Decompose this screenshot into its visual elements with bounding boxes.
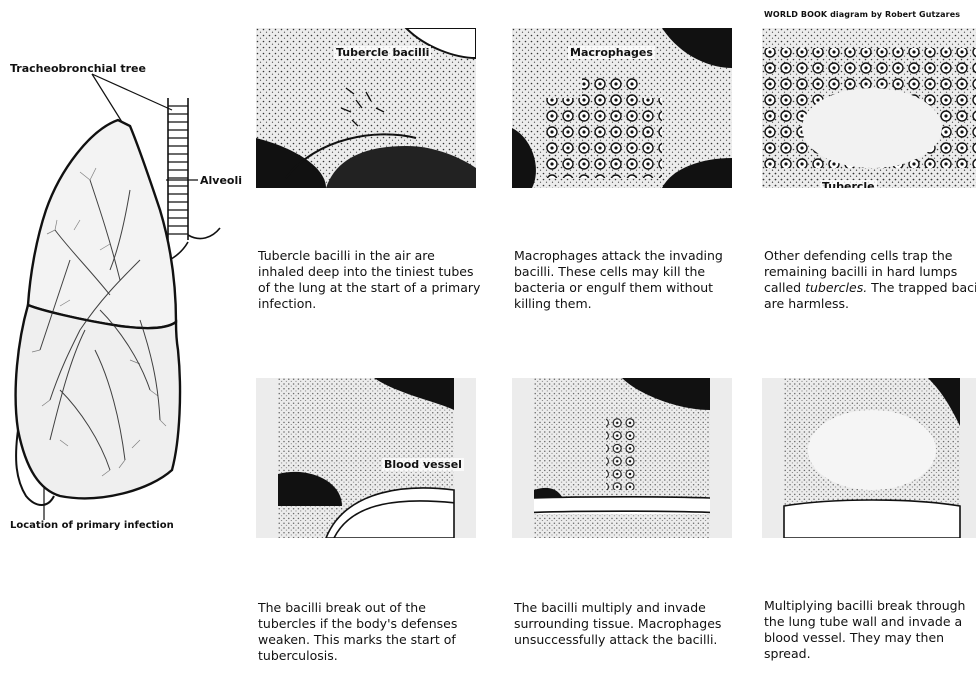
caption-3: Other defending cells trap the remaining… xyxy=(764,248,976,312)
panel-2-label: Macrophages xyxy=(568,46,655,59)
caption-1: Tubercle bacilli in the air are inhaled … xyxy=(258,248,482,312)
caption-5: The bacilli multiply and invade surround… xyxy=(514,600,738,648)
panel-4-label: Blood vessel xyxy=(382,458,464,471)
panel-tubercle-bacilli: Tubercle bacilli xyxy=(256,28,476,188)
lung-illustration xyxy=(0,60,240,530)
panel-6-illustration xyxy=(762,378,976,538)
panel-1-label: Tubercle bacilli xyxy=(334,46,431,59)
credit-line: WORLD BOOK diagram by Robert Gutzares xyxy=(764,10,960,19)
panel-tubercle: Tubercle xyxy=(762,28,976,188)
label-alveoli: Alveoli xyxy=(200,174,242,187)
panel-macrophages: Macrophages xyxy=(512,28,732,188)
panel-multiply xyxy=(512,378,732,538)
panel-3-label: Tubercle xyxy=(820,180,877,188)
panel-3-illustration xyxy=(762,28,976,188)
lung-drawing xyxy=(0,60,240,530)
label-location-primary-infection: Location of primary infection xyxy=(10,520,174,531)
caption-4: The bacilli break out of the tubercles i… xyxy=(258,600,482,664)
caption-3-emphasis: tubercles. xyxy=(805,280,867,295)
label-tracheobronchial-tree: Tracheobronchial tree xyxy=(10,62,146,75)
caption-6: Multiplying bacilli break through the lu… xyxy=(764,598,976,662)
panel-spread xyxy=(762,378,976,538)
panel-5-illustration xyxy=(512,378,732,538)
panel-blood-vessel: Blood vessel xyxy=(256,378,476,538)
caption-2: Macrophages attack the invading bacilli.… xyxy=(514,248,738,312)
